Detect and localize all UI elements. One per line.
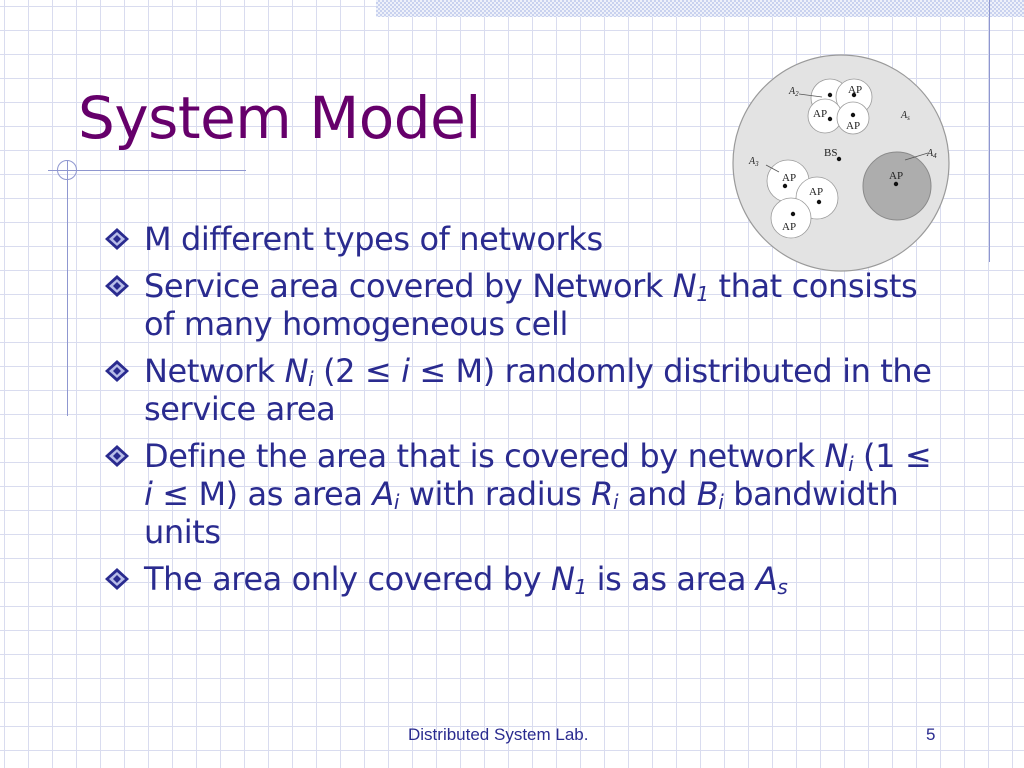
- bullet-item: Service area covered by Network N1 that …: [104, 267, 944, 343]
- a4-label: A4: [926, 148, 937, 160]
- bullet-item: The area only covered by N1 is as area A…: [104, 560, 944, 598]
- ap-label: AP: [809, 186, 823, 198]
- ap-dot: [816, 199, 822, 205]
- ap-dot: [851, 92, 857, 98]
- bullet-item: M different types of networks: [104, 220, 944, 258]
- right-accent-line: [989, 0, 990, 262]
- ap-dot: [827, 116, 833, 122]
- ap-cell-circle: [770, 197, 812, 239]
- footer-lab-name: Distributed System Lab.: [408, 725, 589, 744]
- bs-label: BS: [824, 147, 837, 159]
- title-underline: [48, 170, 246, 171]
- accent-circle: [57, 160, 77, 180]
- bullet-text: M different types of networks: [144, 220, 603, 258]
- ap-cell-circle: [836, 101, 870, 135]
- diamond-bullet-icon: [105, 360, 129, 382]
- ap-dot: [850, 112, 856, 118]
- bullet-text: Service area covered by Network N1 that …: [144, 267, 918, 343]
- slide-title: System Model: [78, 84, 481, 152]
- ap-label: AP: [846, 120, 860, 132]
- a3-label: A3: [748, 156, 759, 168]
- bullet-item: Define the area that is covered by netwo…: [104, 437, 944, 551]
- diamond-bullet-icon: [105, 228, 129, 250]
- bullet-text: The area only covered by N1 is as area A…: [144, 560, 788, 599]
- ap-dot: [893, 181, 899, 187]
- a2-arrow: [798, 93, 823, 98]
- top-decorative-band: [376, 0, 1024, 17]
- ap-label: AP: [782, 221, 796, 233]
- ap-label: AP: [782, 172, 796, 184]
- ap-dot: [790, 211, 796, 217]
- ap-label: AP: [813, 108, 827, 120]
- area-a4-circle: [862, 151, 932, 221]
- bullet-text: Define the area that is covered by netwo…: [144, 437, 932, 551]
- bs-dot: [836, 156, 842, 162]
- ap-dot: [827, 92, 833, 98]
- left-accent-line: [67, 160, 68, 416]
- page-number: 5: [926, 725, 936, 744]
- diamond-bullet-icon: [105, 275, 129, 297]
- ap-dot: [782, 183, 788, 189]
- ap-label: AP: [889, 170, 903, 182]
- diamond-bullet-icon: [105, 568, 129, 590]
- ap-label: AP: [848, 84, 862, 96]
- diamond-bullet-icon: [105, 445, 129, 467]
- bullet-text: Network Ni (2 ≤ i ≤ M) randomly distribu…: [144, 352, 932, 428]
- as-label: As: [900, 110, 910, 122]
- a2-label: A2: [788, 86, 799, 98]
- network-coverage-diagram: AP AP AP BS AP AP AP AP A2 A3 A4 As: [732, 54, 950, 272]
- bullet-item: Network Ni (2 ≤ i ≤ M) randomly distribu…: [104, 352, 944, 428]
- a3-arrow: [765, 164, 780, 173]
- a4-arrow: [904, 152, 929, 161]
